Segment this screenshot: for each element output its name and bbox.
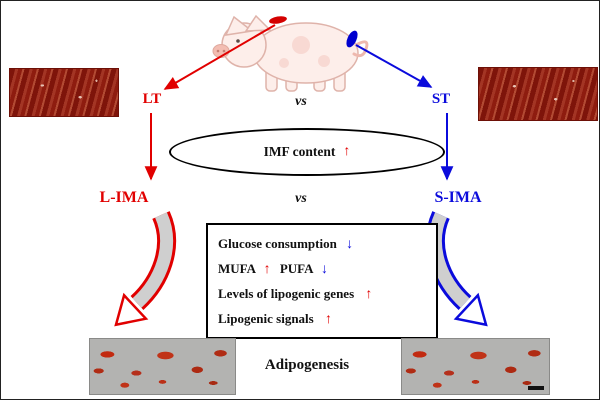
- sima-adipocyte-image: [401, 338, 550, 395]
- st-muscle-site-marker: [346, 30, 358, 48]
- up-arrow-icon: ↑: [263, 262, 271, 277]
- pig-spot: [318, 55, 330, 67]
- glucose-consumption-line: Glucose consumption ↓: [218, 231, 426, 256]
- pig-spot: [279, 58, 289, 68]
- sima-arrow-body: [428, 212, 470, 308]
- pig-illustration: [212, 14, 369, 92]
- vs-top-label: vs: [295, 94, 307, 109]
- vs-mid-label: vs: [295, 191, 307, 206]
- pig-nostril: [216, 49, 220, 53]
- up-arrow-icon: ↑: [343, 144, 351, 159]
- down-arrow-icon: ↓: [346, 237, 354, 252]
- l-ima-label: L-IMA: [99, 189, 149, 206]
- pufa-text: PUFA: [279, 261, 313, 276]
- pig-body: [253, 22, 359, 84]
- pig-eye: [236, 39, 240, 43]
- imf-content-text: IMF content: [263, 144, 336, 159]
- lipogenic-genes-line: Levels of lipogenic genes ↑: [218, 281, 426, 306]
- lima-arrowhead: [114, 292, 149, 327]
- down-arrow-icon: ↓: [321, 262, 329, 277]
- up-arrow-icon: ↑: [324, 312, 332, 327]
- fatty-acid-line: MUFA ↑ PUFA ↓: [218, 256, 426, 281]
- findings-box: Glucose consumption ↓ MUFA ↑ PUFA ↓ Leve…: [206, 223, 438, 339]
- st-label: ST: [431, 91, 451, 107]
- lt-label: LT: [142, 91, 162, 107]
- lt-muscle-image: [9, 68, 119, 117]
- lima-curved-arrow: [114, 211, 177, 327]
- lima-adipocyte-image: [89, 338, 236, 395]
- scale-bar: [528, 386, 544, 390]
- lt-muscle-site-marker: [269, 16, 287, 24]
- lipogenic-signals-line: Lipogenic signals ↑: [218, 306, 426, 331]
- st-muscle-image: [478, 67, 598, 121]
- adipogenesis-label: Adipogenesis: [264, 357, 350, 373]
- imf-content-ellipse: IMF content ↑: [169, 128, 445, 176]
- sima-arrowhead: [453, 292, 488, 327]
- s-ima-label: S-IMA: [434, 189, 482, 206]
- pig-snout: [212, 44, 230, 58]
- lipogenic-genes-text: Levels of lipogenic genes: [218, 286, 355, 301]
- glucose-consumption-text: Glucose consumption: [218, 236, 337, 251]
- lima-arrow-body: [132, 212, 174, 308]
- lipogenic-signals-text: Lipogenic signals: [218, 311, 314, 326]
- mufa-text: MUFA: [218, 261, 256, 276]
- up-arrow-icon: ↑: [365, 287, 373, 302]
- pig-nostril: [222, 49, 226, 53]
- pig-spot: [292, 36, 310, 54]
